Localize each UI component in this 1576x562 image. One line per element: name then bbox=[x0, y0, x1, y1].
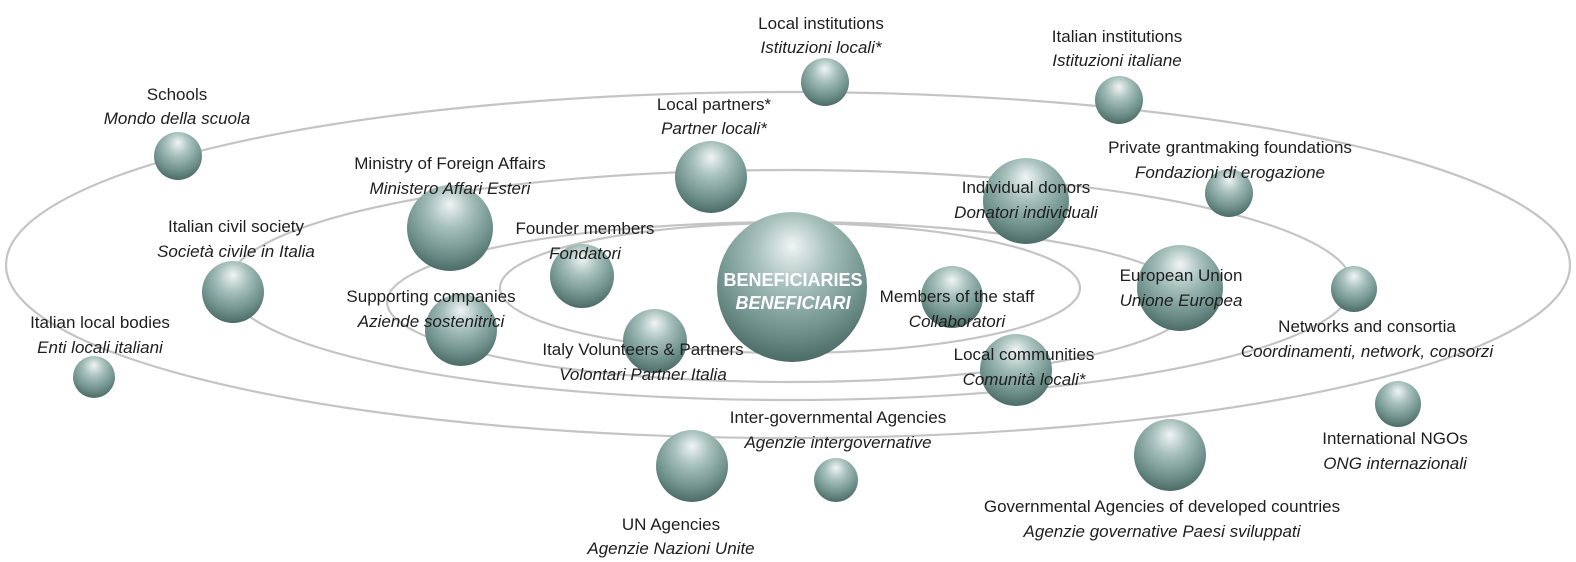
label-governmental-agencies-it: Agenzie governative Paesi sviluppati bbox=[1023, 522, 1302, 541]
spheres bbox=[73, 58, 1421, 502]
label-local-partners-en: Local partners* bbox=[657, 95, 772, 114]
label-ministry-foreign-affairs-it: Ministero Affari Esteri bbox=[370, 179, 532, 198]
node-members-of-staff[interactable] bbox=[921, 266, 983, 328]
node-networks-consortia[interactable] bbox=[1331, 266, 1377, 312]
node-italy-volunteers[interactable] bbox=[623, 309, 687, 373]
label-local-communities-it: Comunità locali* bbox=[963, 370, 1087, 389]
label-supporting-companies-it: Aziende sostenitrici bbox=[357, 312, 506, 331]
node-local-partners[interactable] bbox=[675, 141, 747, 213]
node-italian-institutions[interactable] bbox=[1095, 76, 1143, 124]
orbit-ring-4 bbox=[4, 90, 1572, 440]
node-international-ngos[interactable] bbox=[1375, 381, 1421, 427]
center-label-it: BENEFICIARI bbox=[735, 293, 851, 313]
node-italian-local-bodies[interactable] bbox=[73, 356, 115, 398]
label-schools-en: Schools bbox=[147, 85, 207, 104]
center-label-en: BENEFICIARIES bbox=[723, 270, 862, 290]
node-un-agencies[interactable] bbox=[656, 430, 728, 502]
label-un-agencies-it: Agenzie Nazioni Unite bbox=[586, 539, 754, 558]
label-governmental-agencies-en: Governmental Agencies of developed count… bbox=[984, 497, 1340, 516]
node-individual-donors[interactable] bbox=[983, 158, 1069, 244]
label-local-institutions-en: Local institutions bbox=[758, 14, 884, 33]
label-founder-members-en: Founder members bbox=[516, 219, 655, 238]
label-private-foundations-en: Private grantmaking foundations bbox=[1108, 138, 1352, 157]
node-schools[interactable] bbox=[154, 132, 202, 180]
label-italy-volunteers-en: Italy Volunteers & Partners bbox=[542, 340, 743, 359]
node-local-communities[interactable] bbox=[980, 334, 1052, 406]
label-private-foundations-it: Fondazioni di erogazione bbox=[1135, 163, 1325, 182]
label-members-of-staff-en: Members of the staff bbox=[880, 287, 1035, 306]
label-networks-consortia-en: Networks and consortia bbox=[1278, 317, 1456, 336]
stakeholder-labels: Local institutions Istituzioni locali* I… bbox=[30, 14, 1494, 558]
label-local-institutions-it: Istituzioni locali* bbox=[761, 38, 883, 57]
label-networks-consortia-it: Coordinamenti, network, consorzi bbox=[1241, 342, 1495, 361]
center-label: BENEFICIARIES BENEFICIARI bbox=[723, 270, 862, 313]
label-italy-volunteers-it: Volontari Partner Italia bbox=[559, 365, 727, 384]
label-inter-governmental-agencies-it: Agenzie intergovernative bbox=[743, 433, 931, 452]
label-italian-institutions-en: Italian institutions bbox=[1052, 27, 1182, 46]
label-italian-local-bodies-it: Enti locali italiani bbox=[37, 338, 164, 357]
label-italian-civil-society-it: Società civile in Italia bbox=[157, 242, 315, 261]
node-inter-governmental-agencies[interactable] bbox=[814, 458, 858, 502]
label-supporting-companies-en: Supporting companies bbox=[346, 287, 515, 306]
label-italian-institutions-it: Istituzioni italiane bbox=[1052, 51, 1181, 70]
node-supporting-companies[interactable] bbox=[425, 294, 497, 366]
node-european-union[interactable] bbox=[1137, 245, 1223, 331]
label-individual-donors-en: Individual donors bbox=[962, 178, 1091, 197]
node-ministry-foreign-affairs[interactable] bbox=[407, 185, 493, 271]
label-members-of-staff-it: Collaboratori bbox=[909, 312, 1007, 331]
label-european-union-it: Unione Europea bbox=[1120, 291, 1243, 310]
label-founder-members-it: Fondatori bbox=[549, 244, 622, 263]
node-italian-civil-society[interactable] bbox=[202, 261, 264, 323]
label-individual-donors-it: Donatori individuali bbox=[954, 203, 1099, 222]
node-beneficiaries[interactable] bbox=[717, 212, 867, 362]
label-local-partners-it: Partner locali* bbox=[661, 119, 768, 138]
node-private-foundations[interactable] bbox=[1205, 169, 1253, 217]
node-founder-members[interactable] bbox=[550, 244, 614, 308]
label-italian-local-bodies-en: Italian local bodies bbox=[30, 313, 170, 332]
node-governmental-agencies[interactable] bbox=[1134, 419, 1206, 491]
label-italian-civil-society-en: Italian civil society bbox=[168, 217, 305, 236]
label-international-ngos-en: International NGOs bbox=[1322, 429, 1468, 448]
label-ministry-foreign-affairs-en: Ministry of Foreign Affairs bbox=[354, 154, 545, 173]
label-european-union-en: European Union bbox=[1120, 266, 1243, 285]
label-un-agencies-en: UN Agencies bbox=[622, 515, 720, 534]
label-international-ngos-it: ONG internazionali bbox=[1323, 454, 1468, 473]
label-schools-it: Mondo della scuola bbox=[104, 109, 250, 128]
node-local-institutions[interactable] bbox=[801, 58, 849, 106]
label-local-communities-en: Local communities bbox=[954, 345, 1095, 364]
label-inter-governmental-agencies-en: Inter-governmental Agencies bbox=[730, 408, 946, 427]
